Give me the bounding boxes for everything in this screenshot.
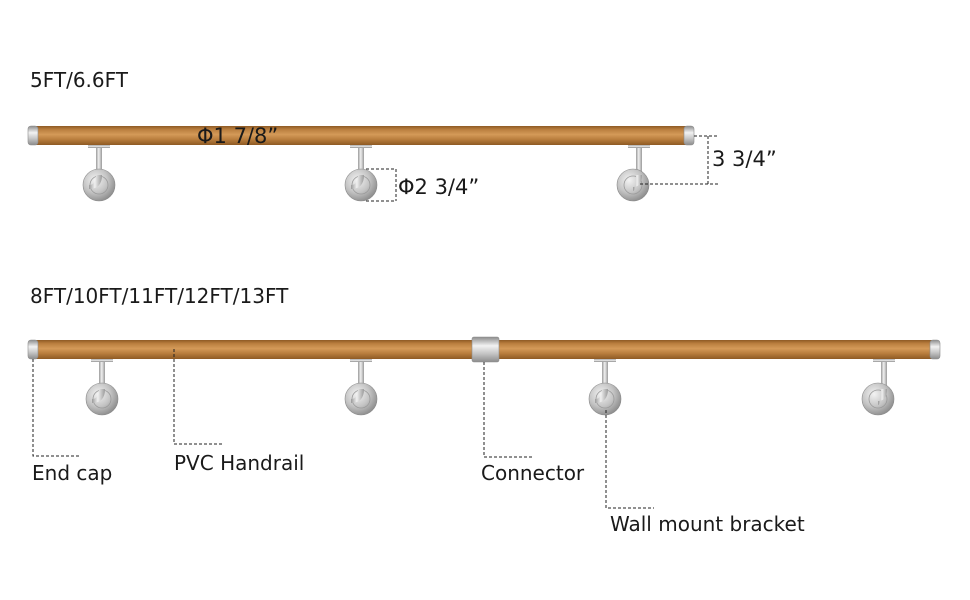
connector-leader — [483, 362, 532, 458]
top-handrail — [36, 126, 686, 145]
bottom-rail-assembly — [27, 336, 941, 416]
end-cap-leader — [32, 359, 81, 457]
projection-dimension — [640, 135, 718, 185]
bracket-leader — [605, 410, 654, 509]
bottom-bracket-2 — [344, 358, 378, 416]
bottom-end-cap-left — [27, 339, 39, 360]
bottom-connector — [471, 336, 500, 363]
bracket-callout: Wall mount bracket — [610, 512, 805, 536]
top-end-cap-left — [27, 125, 39, 146]
base-diameter-label: Φ2 3/4” — [398, 175, 480, 199]
rail-diameter-label: Φ1 7/8” — [197, 124, 279, 148]
bottom-bracket-1 — [85, 358, 119, 416]
top-bracket-2 — [344, 144, 378, 202]
top-bracket-3 — [616, 144, 651, 202]
bottom-end-cap-right — [929, 339, 941, 360]
bottom-handrail-right — [498, 340, 932, 359]
base-diameter-dimension — [366, 168, 397, 202]
connector-callout: Connector — [481, 461, 585, 485]
projection-label: 3 3/4” — [712, 147, 777, 171]
bottom-lengths-label: 8FT/10FT/11FT/12FT/13FT — [30, 284, 289, 308]
top-lengths-label: 5FT/6.6FT — [30, 68, 129, 92]
handrail-leader — [173, 349, 222, 445]
handrail-callout: PVC Handrail — [174, 451, 305, 475]
end-cap-callout: End cap — [32, 461, 113, 485]
top-rail-assembly — [27, 125, 695, 202]
top-end-cap-right — [683, 125, 695, 146]
top-bracket-1 — [82, 144, 116, 202]
bottom-handrail-left — [36, 340, 474, 359]
bottom-bracket-3 — [588, 358, 622, 416]
bottom-bracket-4 — [861, 358, 896, 416]
